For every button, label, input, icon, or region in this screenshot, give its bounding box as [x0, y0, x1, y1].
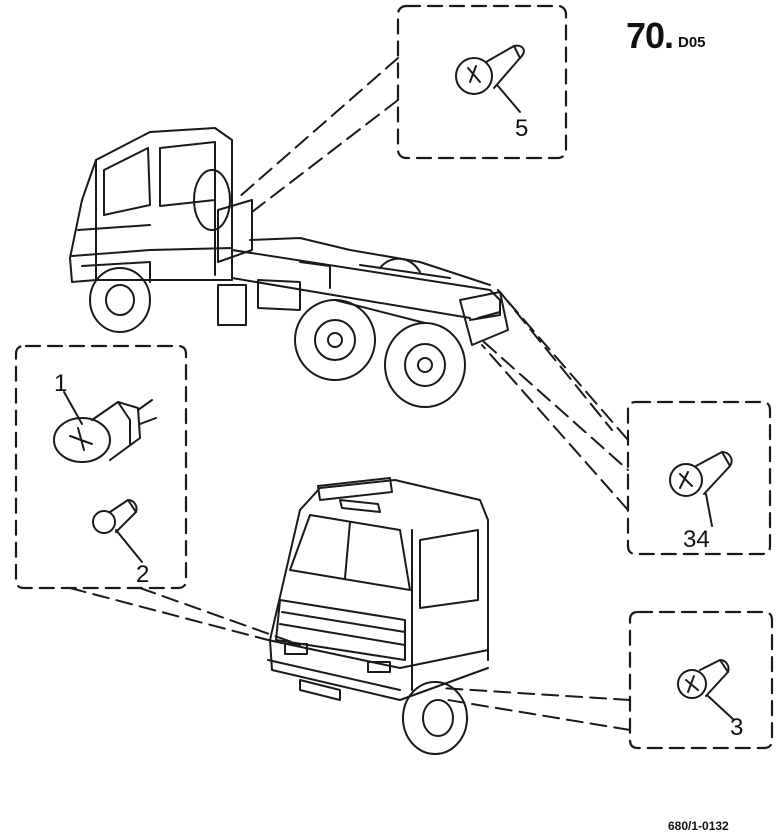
callout-34: 34: [683, 526, 710, 553]
figure-title-suffix: D05: [678, 34, 706, 51]
figure-title-number: 70.: [626, 15, 674, 56]
box-bulb-34: [626, 400, 772, 556]
truck-chassis-illustration: [69, 127, 509, 408]
bulb-3-icon: [677, 659, 735, 721]
callout-1: 1: [54, 370, 68, 397]
reference-code: 680/1-0132: [668, 819, 729, 833]
bulb-34-icon: [669, 451, 733, 527]
box-bulbs-1-2: [14, 344, 188, 590]
box-bulb-3: [628, 610, 774, 750]
leader-lines: [69, 57, 631, 731]
box-bulb-5: [396, 4, 568, 160]
bulb-5-icon: [455, 44, 525, 113]
callout-3: 3: [730, 714, 744, 741]
callout-2: 2: [136, 561, 150, 588]
bulb-1-icon: [53, 391, 157, 463]
callout-5: 5: [515, 115, 529, 142]
truck-cab-illustration: [267, 477, 489, 755]
bulb-2-icon: [92, 499, 143, 563]
callout-boxes: [14, 4, 774, 750]
